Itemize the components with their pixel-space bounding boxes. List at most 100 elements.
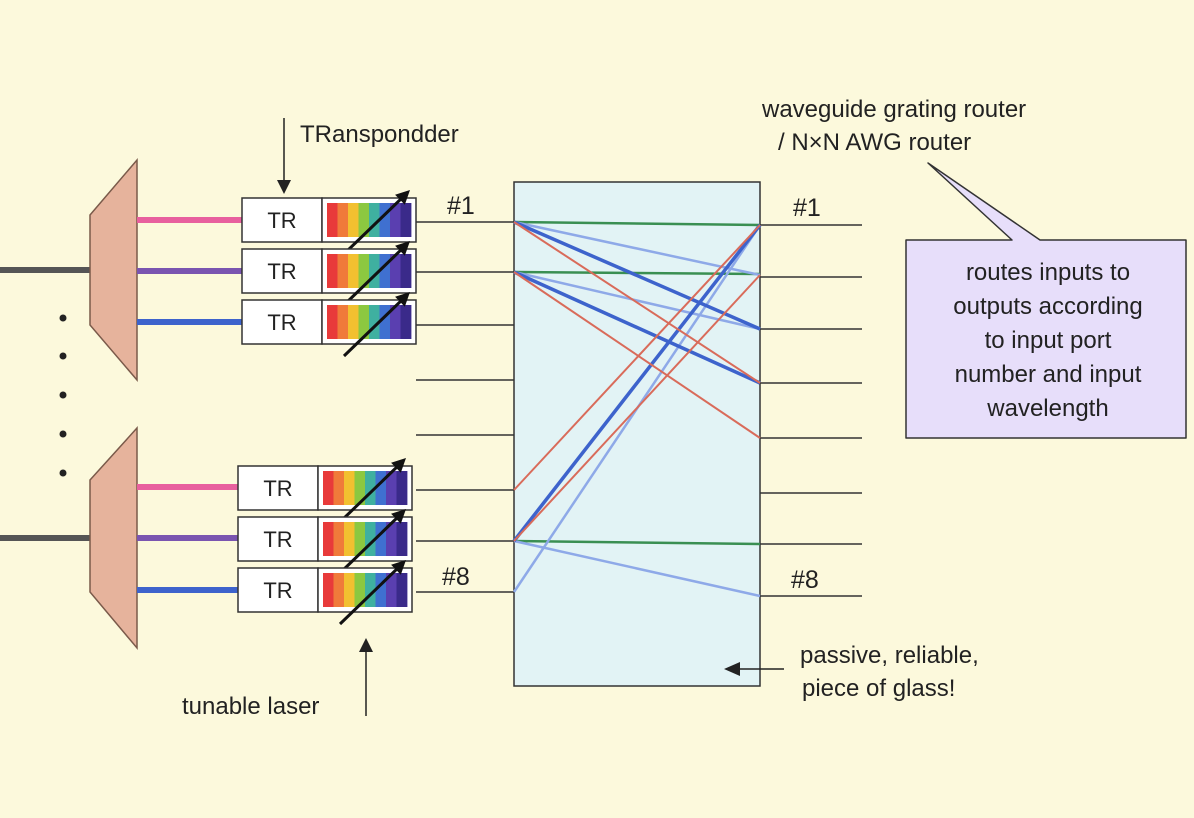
tuning-arrow-shaft [342,296,406,358]
spectrum-band [333,471,345,505]
spectrum-band [344,522,355,556]
spectrum-band [323,573,334,607]
ellipsis-dots [59,314,67,477]
input-port-label-last: #8 [442,563,470,591]
spectrum-band [348,254,359,288]
spectrum-band [365,471,376,505]
spectrum-band [400,305,412,339]
spectrum-band [386,573,397,607]
spectrum-band [333,522,345,556]
passive-arrow [724,662,784,676]
mux-top [89,157,138,383]
spectrum-band [358,203,370,237]
spectrum-band [369,305,380,339]
spectrum-band [333,573,345,607]
spectrum-band [396,522,408,556]
router-caption-line2: / N×N AWG router [778,129,971,156]
spectrum-band [348,203,359,237]
spectrum-band [379,305,391,339]
passive-caption-line2: piece of glass! [802,675,955,702]
callout-line: to input port [985,327,1112,354]
transponder-unit: TR [241,292,417,358]
callout-text: routes inputs to outputs according to in… [953,259,1142,422]
spectrum-band [337,305,349,339]
passive-caption-line1: passive, reliable, [800,642,979,669]
transponder-arrow [277,118,291,194]
spectrum-band [375,573,387,607]
callout-line: wavelength [986,395,1108,422]
transponder-label: TR [263,527,292,552]
tunable-laser-arrow [359,638,373,716]
output-port-lines [760,224,862,597]
transponder-unit: TR [237,458,413,524]
spectrum-band [344,573,355,607]
spectrum-band [358,254,370,288]
routing-paths [512,220,762,598]
spectrum-band [386,522,397,556]
output-port-label-last: #8 [791,566,819,594]
transponder-unit: TR [237,509,413,575]
spectrum-band [386,471,397,505]
tuning-arrow-icon [391,509,406,524]
tuning-arrow-shaft [338,462,402,524]
spectrum-band [358,305,370,339]
input-port-label-first: #1 [447,192,475,220]
spectrum-band [396,471,408,505]
spectrum-band [348,305,359,339]
spectrum-band [375,471,387,505]
spectrum-band [327,203,338,237]
spectrum-band [390,203,401,237]
spectrum-band [337,203,349,237]
spectrum-band [323,471,334,505]
transponder-unit: TR [241,241,417,307]
mux-fibers [137,217,242,593]
tuning-arrow-shaft [342,194,406,256]
spectrum-band [327,305,338,339]
tuning-arrow-icon [391,458,406,473]
router-caption-line1: waveguide grating router [761,96,1026,123]
callout-bubble [905,162,1187,439]
callout-line: number and input [955,361,1142,388]
spectrum-band [390,254,401,288]
transponder-unit: TR [237,560,413,626]
tuning-arrow-shaft [338,513,402,575]
spectrum-band [344,471,355,505]
spectrum-band [400,254,412,288]
spectrum-band [337,254,349,288]
tuning-arrow-icon [395,241,410,256]
tuning-arrow-icon [395,190,410,205]
transponder-label: TR [263,476,292,501]
transponder-unit: TR [241,190,417,256]
spectrum-band [354,522,366,556]
callout-line: routes inputs to [966,259,1130,286]
transponder-box [237,516,319,562]
spectrum-band [375,522,387,556]
tuning-arrow-shaft [342,245,406,307]
input-port-lines [416,221,514,593]
transponder-box [241,299,323,345]
spectrum-band [396,573,408,607]
spectrum-band [379,254,391,288]
transponder-box [237,567,319,613]
transponder-label: TR [267,310,296,335]
transponder-label: TR [263,578,292,603]
spectrum-band [365,573,376,607]
transponder-label: TR [267,259,296,284]
awg-router-block [513,181,761,687]
spectrum-band [327,254,338,288]
tuning-arrow-icon [395,292,410,307]
transponder-box [241,248,323,294]
transponder-label: TR [267,208,296,233]
spectrum-band [369,254,380,288]
spectrum-band [379,203,391,237]
transponder-caption: TRanspondder [300,121,459,148]
mux-bottom [89,426,138,651]
callout-line: outputs according [953,293,1142,320]
spectrum-band [369,203,380,237]
transponder-box [241,197,323,243]
tuning-arrow-icon [391,560,406,575]
transponder-units: TR TR TR TR TR TR [237,190,417,626]
spectrum-band [354,573,366,607]
spectrum-band [323,522,334,556]
